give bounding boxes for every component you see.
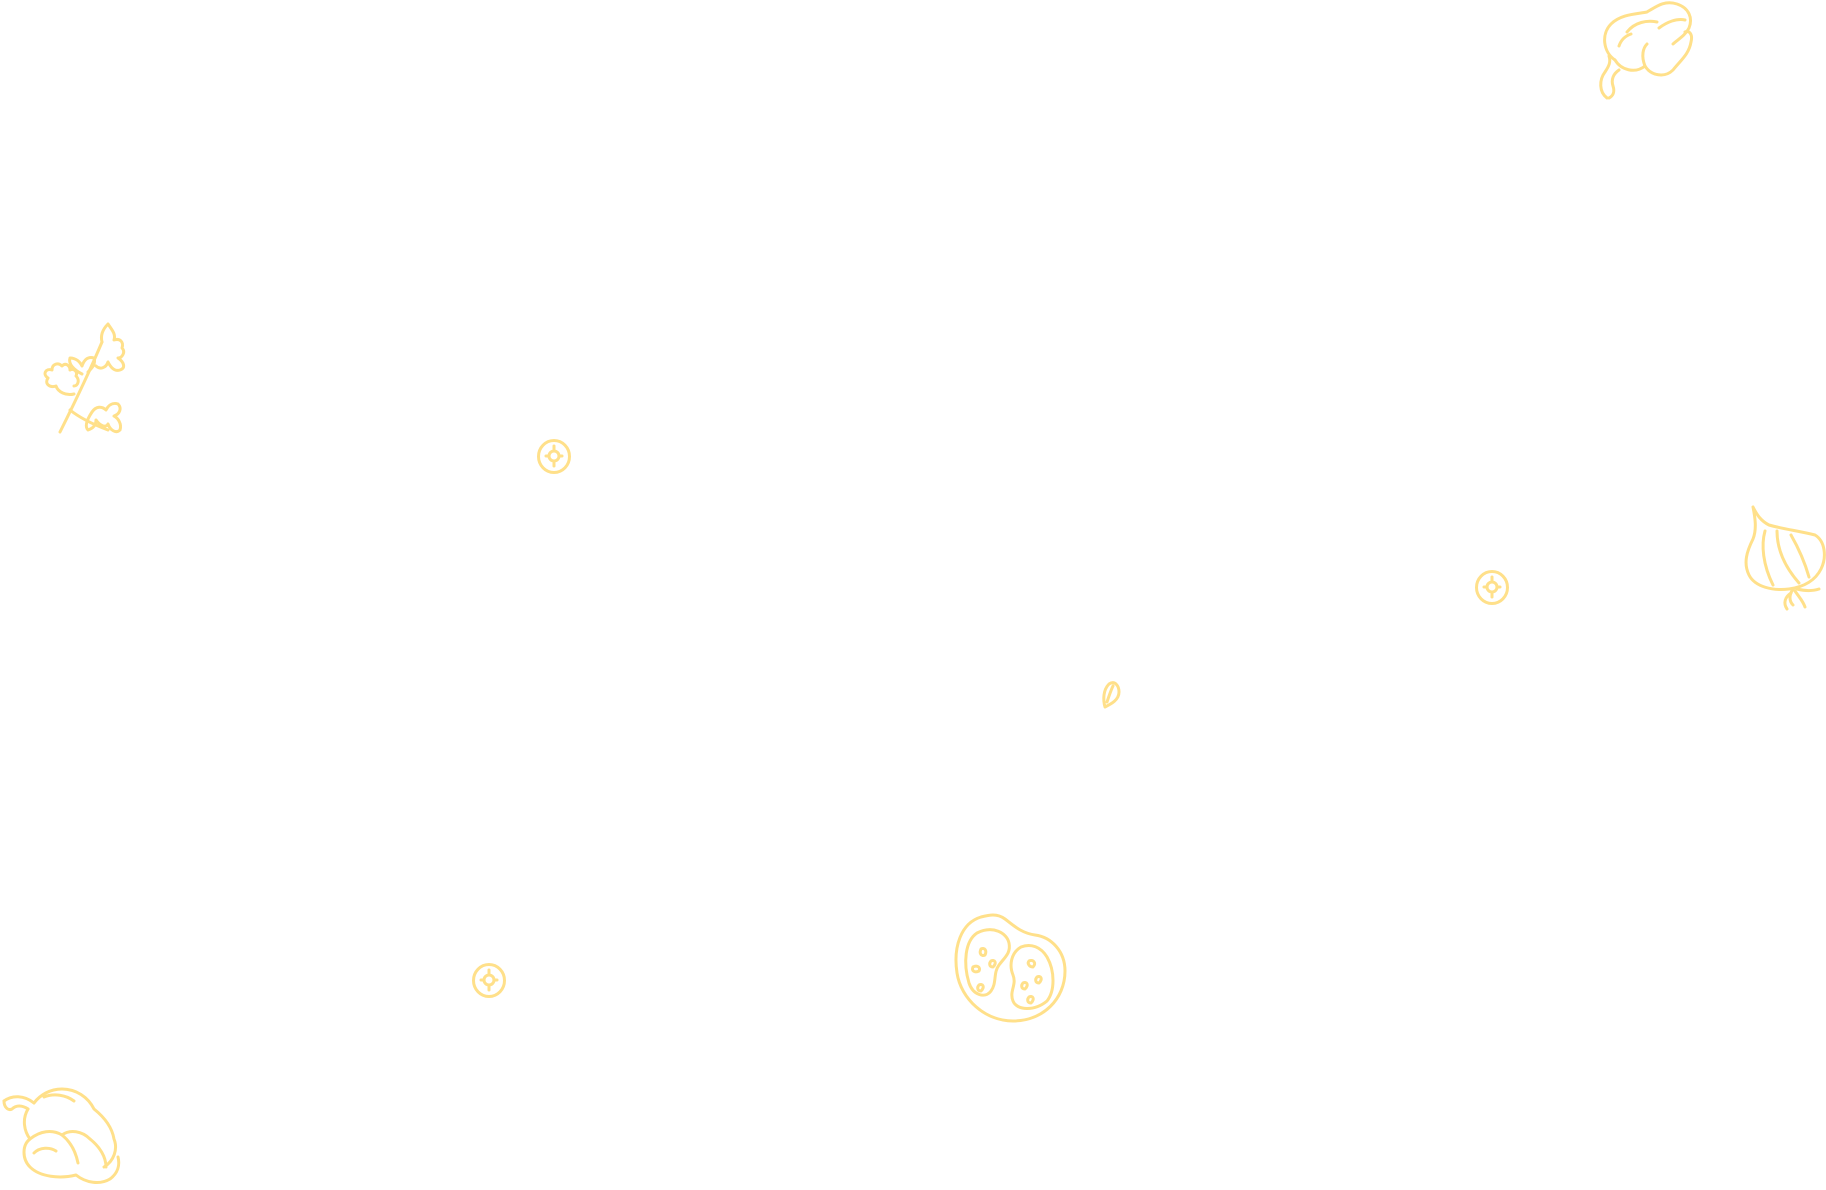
seed-icon [1101,680,1121,709]
vegetable-slice-icon [471,962,507,999]
bell-pepper-icon [0,1087,128,1190]
tomato-half-icon [951,913,1069,1024]
vegetable-slice-icon [1474,569,1510,606]
parsley-icon [30,322,126,449]
vegetable-slice-icon [536,438,572,475]
onion-icon [1743,505,1826,611]
bell-pepper-icon [1585,0,1695,106]
